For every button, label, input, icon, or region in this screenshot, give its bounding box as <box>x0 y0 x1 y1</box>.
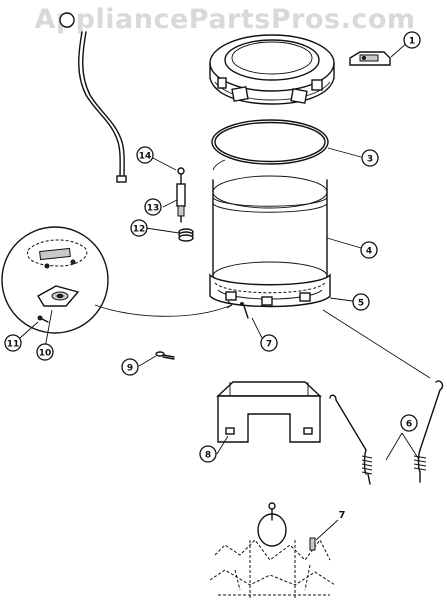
callout-13: 13 <box>144 198 162 216</box>
suspension-springs-part <box>322 309 444 485</box>
svg-text:10: 10 <box>39 349 52 359</box>
callout-6: 6 <box>400 414 418 432</box>
callout-10: 10 <box>36 343 54 361</box>
bearing-detail-inset <box>1 226 233 334</box>
spring-part <box>178 228 194 242</box>
callout-7a: 7 <box>260 334 278 352</box>
callout-9: 9 <box>121 358 139 376</box>
callout-11: 11 <box>4 334 22 352</box>
ring-clip-part <box>349 51 391 66</box>
svg-text:5: 5 <box>358 299 364 309</box>
wash-tub-part <box>212 159 328 291</box>
svg-text:4: 4 <box>366 247 372 257</box>
hose-part <box>59 12 127 183</box>
callout-1: 1 <box>403 31 421 49</box>
svg-text:14: 14 <box>139 152 152 162</box>
snubber-part <box>176 167 186 223</box>
tub-base-part <box>209 273 331 319</box>
transmission-assembly-part <box>209 502 336 600</box>
tub-ring-part <box>209 34 335 105</box>
drain-shield-part <box>216 381 322 443</box>
tub-gasket-part <box>211 119 329 165</box>
label-7b: 7 <box>339 510 346 521</box>
callout-5: 5 <box>352 293 370 311</box>
svg-text:9: 9 <box>127 364 133 374</box>
svg-text:11: 11 <box>7 340 20 350</box>
svg-text:7: 7 <box>266 340 272 350</box>
svg-text:3: 3 <box>367 155 373 165</box>
callout-4: 4 <box>360 241 378 259</box>
callout-14: 14 <box>136 146 154 164</box>
svg-text:1: 1 <box>409 37 415 47</box>
svg-text:12: 12 <box>133 225 146 235</box>
bolt-part <box>155 351 175 360</box>
callout-12: 12 <box>130 219 148 237</box>
svg-text:8: 8 <box>205 451 211 461</box>
svg-text:13: 13 <box>147 204 160 214</box>
callout-3: 3 <box>361 149 379 167</box>
callout-8: 8 <box>199 445 217 463</box>
svg-text:6: 6 <box>406 420 412 430</box>
